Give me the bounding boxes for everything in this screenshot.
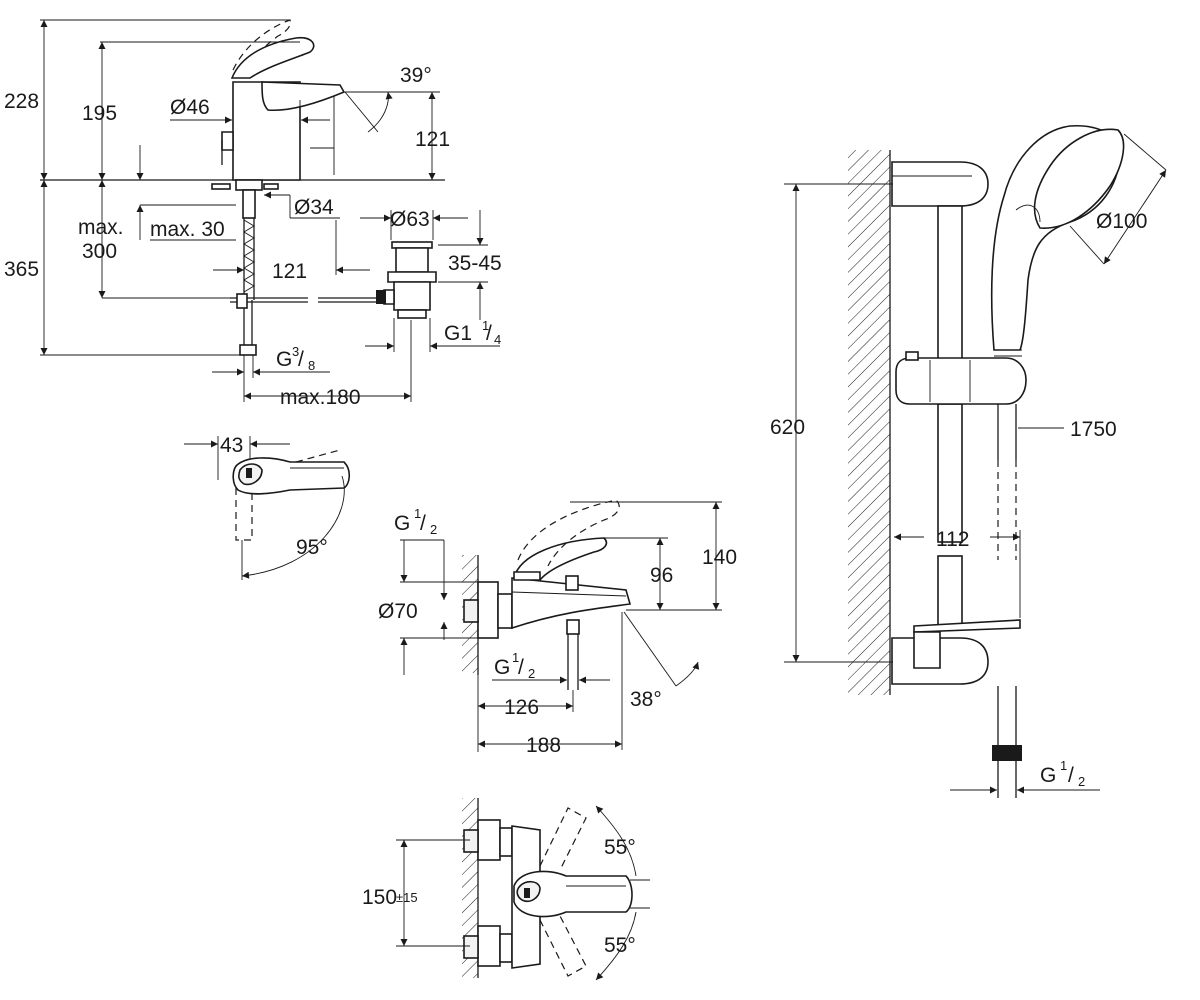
hose-length-label: 1750 xyxy=(1070,418,1117,441)
max-worktop-label: max. 30 xyxy=(150,218,225,241)
angle-up-label: 55° xyxy=(604,836,636,859)
shower-set: 620 Ø100 1750 112 G 1 / 2 xyxy=(770,124,1167,798)
inlet-thread-label: G xyxy=(394,512,410,535)
basin-lever-top-view: 43 95° xyxy=(184,434,351,580)
svg-text:/: / xyxy=(298,348,304,371)
total-height-label: 228 xyxy=(4,90,39,113)
rail-offset-label: 112 xyxy=(936,528,969,551)
outlet-thread-den: 2 xyxy=(528,666,535,681)
hose-thread-num: 1 xyxy=(1060,758,1067,773)
waste-thread-den: 4 xyxy=(494,332,501,347)
max-300-label-b: 300 xyxy=(82,240,117,263)
rosette-diameter-label: Ø70 xyxy=(378,600,418,623)
waste-diameter-label: Ø63 xyxy=(390,208,430,231)
outlet-height-label: 121 xyxy=(415,128,450,151)
hose-thread-label: G xyxy=(1040,764,1056,787)
waste-thread-num: 1 xyxy=(482,318,489,333)
total-projection-label: 188 xyxy=(526,734,561,757)
centres-tolerance-label: ±15 xyxy=(396,890,418,905)
waste-thread-label: G1 xyxy=(444,322,472,345)
total-height-label-bath: 140 xyxy=(702,546,737,569)
inlet-thread-num: 1 xyxy=(414,506,421,521)
max-180-label: max.180 xyxy=(280,386,361,409)
outlet-projection-label: 126 xyxy=(504,696,539,719)
centres-label: 150 xyxy=(362,886,397,909)
lever-offset-label: 43 xyxy=(220,434,243,457)
angle-down-label: 55° xyxy=(604,934,636,957)
outlet-thread-num: 1 xyxy=(512,650,519,665)
hose-thread-den: 2 xyxy=(1078,774,1085,789)
svg-text:/: / xyxy=(518,656,524,679)
max-300-label-a: max. xyxy=(78,216,124,239)
spout-height-label: 195 xyxy=(82,102,117,125)
inlet-thread-den: 2 xyxy=(430,522,437,537)
svg-text:/: / xyxy=(420,512,426,535)
lever-height-label: 96 xyxy=(650,564,673,587)
swing-angle-label: 95° xyxy=(296,536,328,559)
spout-angle-label: 39° xyxy=(400,64,432,87)
head-diameter-label: Ø100 xyxy=(1096,210,1147,233)
projection-label: 121 xyxy=(272,260,307,283)
svg-text:/: / xyxy=(486,322,492,345)
supply-thread-den: 8 xyxy=(308,358,315,373)
waste-range-label: 35-45 xyxy=(448,252,502,275)
outlet-thread-label: G xyxy=(494,656,510,679)
body-diameter-label: Ø46 xyxy=(170,96,210,119)
bath-mixer-top-view: 55° 55° 150 ±15 xyxy=(362,798,650,981)
svg-text:/: / xyxy=(1068,764,1074,787)
rail-length-label: 620 xyxy=(770,416,805,439)
spout-angle-label-bath: 38° xyxy=(630,688,662,711)
below-deck-label: 365 xyxy=(4,258,39,281)
supply-thread-label: G xyxy=(276,348,292,371)
bath-mixer-side-view: G 1 / 2 Ø70 96 140 G 1 / 2 126 38° 188 xyxy=(378,499,737,757)
basin-mixer-side-view: 228 195 Ø46 39° 121 365 max. 300 max. 30… xyxy=(4,19,502,409)
supply-thread-num: 3 xyxy=(292,344,299,359)
tail-diameter-label: Ø34 xyxy=(294,196,334,219)
